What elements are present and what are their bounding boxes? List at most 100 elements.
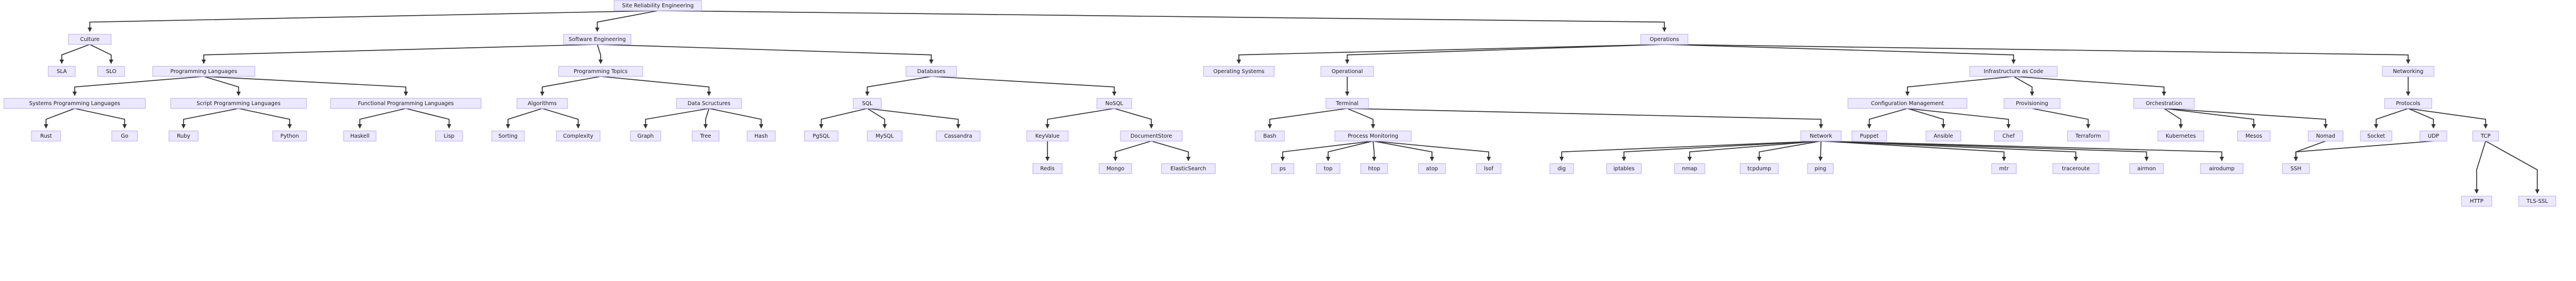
node-hash[interactable]: Hash: [747, 130, 776, 142]
node-airodump[interactable]: airodump: [2200, 163, 2244, 174]
node-kubernetes[interactable]: Kubernetes: [2157, 130, 2204, 142]
node-atop[interactable]: atop: [1418, 163, 1446, 174]
node-box-tcp[interactable]: [2472, 130, 2499, 142]
node-box-funclang[interactable]: [330, 98, 482, 109]
node-mysql[interactable]: MySQL: [867, 130, 903, 142]
node-tlsssl[interactable]: TLS-SSL: [2518, 196, 2556, 207]
node-box-mesos[interactable]: [2237, 130, 2271, 142]
node-proglang[interactable]: Programming Languages: [152, 66, 255, 77]
node-box-protocols[interactable]: [2384, 98, 2432, 109]
node-scriptlang[interactable]: Script Programming Languages: [170, 98, 307, 109]
node-redis[interactable]: Redis: [1032, 163, 1063, 174]
node-box-syslang[interactable]: [3, 98, 146, 109]
node-mongo[interactable]: Mongo: [1099, 163, 1132, 174]
node-box-ps[interactable]: [1271, 163, 1294, 174]
node-box-ops[interactable]: [1640, 34, 1689, 45]
node-swe[interactable]: Software Engineering: [563, 34, 632, 45]
node-terraform[interactable]: Terraform: [2067, 130, 2110, 142]
node-box-iptables[interactable]: [1606, 163, 1642, 174]
node-progtopics[interactable]: Programming Topics: [558, 66, 643, 77]
node-box-databases[interactable]: [905, 66, 957, 77]
node-rust[interactable]: Rust: [31, 130, 61, 142]
node-box-dig[interactable]: [1549, 163, 1574, 174]
node-terminal[interactable]: Terminal: [1325, 98, 1369, 109]
node-box-go[interactable]: [111, 130, 138, 142]
node-orchestra[interactable]: Orchestration: [2133, 98, 2195, 109]
node-pgsql[interactable]: PgSQL: [804, 130, 839, 142]
node-lisp[interactable]: Lisp: [435, 130, 463, 142]
node-mtr[interactable]: mtr: [1991, 163, 2017, 174]
node-box-chef[interactable]: [1994, 130, 2023, 142]
node-box-network[interactable]: [1800, 130, 1842, 142]
node-box-redis[interactable]: [1032, 163, 1063, 174]
node-os[interactable]: Operating Systems: [1203, 66, 1275, 77]
node-box-lisp[interactable]: [435, 130, 463, 142]
node-box-ping[interactable]: [1807, 163, 1834, 174]
node-box-terraform[interactable]: [2067, 130, 2110, 142]
node-ansible[interactable]: Ansible: [1925, 130, 1961, 142]
node-ruby[interactable]: Ruby: [168, 130, 199, 142]
node-graph[interactable]: Graph: [630, 130, 661, 142]
node-operational[interactable]: Operational: [1320, 66, 1374, 77]
node-top[interactable]: top: [1316, 163, 1340, 174]
node-haskell[interactable]: Haskell: [343, 130, 377, 142]
node-box-tcpdump[interactable]: [1740, 163, 1779, 174]
node-cassandra[interactable]: Cassandra: [936, 130, 981, 142]
node-network[interactable]: Network: [1800, 130, 1842, 142]
node-ping[interactable]: ping: [1807, 163, 1834, 174]
node-networking[interactable]: Networking: [2382, 66, 2435, 77]
node-box-procmon[interactable]: [1334, 130, 1412, 142]
node-syslang[interactable]: Systems Programming Languages: [3, 98, 146, 109]
node-box-sla[interactable]: [48, 66, 76, 77]
node-elastic[interactable]: ElasticSearch: [1161, 163, 1216, 174]
node-box-scriptlang[interactable]: [170, 98, 307, 109]
node-bash[interactable]: Bash: [1255, 130, 1285, 142]
node-box-haskell[interactable]: [343, 130, 377, 142]
node-puppet[interactable]: Puppet: [1851, 130, 1887, 142]
node-box-cassandra[interactable]: [936, 130, 981, 142]
node-box-udp[interactable]: [2419, 130, 2447, 142]
node-slo[interactable]: SLO: [97, 66, 125, 77]
node-culture[interactable]: Culture: [68, 34, 112, 45]
node-protocols[interactable]: Protocols: [2384, 98, 2432, 109]
node-algorithms[interactable]: Algorithms: [516, 98, 568, 109]
node-databases[interactable]: Databases: [905, 66, 957, 77]
node-sql[interactable]: SQL: [853, 98, 882, 109]
node-box-python[interactable]: [272, 130, 307, 142]
node-chef[interactable]: Chef: [1994, 130, 2023, 142]
node-box-airmon[interactable]: [2129, 163, 2164, 174]
node-box-ruby[interactable]: [168, 130, 199, 142]
node-sla[interactable]: SLA: [48, 66, 76, 77]
node-box-nmap[interactable]: [1674, 163, 1705, 174]
node-http[interactable]: HTTP: [2461, 196, 2492, 207]
node-box-mongo[interactable]: [1099, 163, 1132, 174]
node-box-pgsql[interactable]: [804, 130, 839, 142]
node-box-sre[interactable]: [614, 0, 702, 11]
node-box-kubernetes[interactable]: [2157, 130, 2204, 142]
node-box-mysql[interactable]: [867, 130, 903, 142]
node-box-nomad[interactable]: [2308, 130, 2344, 142]
node-ps[interactable]: ps: [1271, 163, 1294, 174]
node-sre[interactable]: Site Reliability Engineering: [614, 0, 702, 11]
node-keyvalue[interactable]: KeyValue: [1026, 130, 1069, 142]
node-box-progtopics[interactable]: [558, 66, 643, 77]
node-udp[interactable]: UDP: [2419, 130, 2447, 142]
node-funclang[interactable]: Functional Programming Languages: [330, 98, 482, 109]
node-traceroute[interactable]: traceroute: [2052, 163, 2099, 174]
node-box-operational[interactable]: [1320, 66, 1374, 77]
node-go[interactable]: Go: [111, 130, 138, 142]
node-box-puppet[interactable]: [1851, 130, 1887, 142]
node-box-airodump[interactable]: [2200, 163, 2244, 174]
node-docstore[interactable]: DocumentStore: [1120, 130, 1183, 142]
node-box-sql[interactable]: [853, 98, 882, 109]
node-box-swe[interactable]: [563, 34, 632, 45]
node-box-mtr[interactable]: [1991, 163, 2017, 174]
node-box-nosql[interactable]: [1096, 98, 1132, 109]
node-ops[interactable]: Operations: [1640, 34, 1689, 45]
node-box-htop[interactable]: [1360, 163, 1388, 174]
node-box-http[interactable]: [2461, 196, 2492, 207]
node-box-ansible[interactable]: [1925, 130, 1961, 142]
node-box-slo[interactable]: [97, 66, 125, 77]
node-box-iac[interactable]: [1969, 66, 2058, 77]
node-box-datastruct[interactable]: [676, 98, 742, 109]
